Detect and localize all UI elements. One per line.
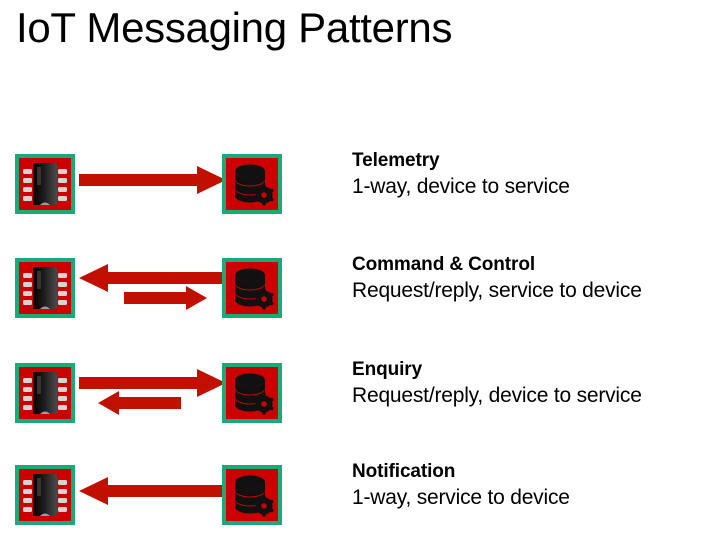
database-gear-icon	[235, 268, 274, 310]
pattern-description: 1-way, device to service	[352, 175, 570, 198]
microchip-icon	[23, 474, 67, 516]
service-icon-tile	[222, 363, 282, 423]
page-title: IoT Messaging Patterns	[16, 4, 453, 51]
service-icon-tile	[222, 154, 282, 214]
pattern-heading: Telemetry	[352, 150, 440, 171]
arrow-right-long-icon	[79, 166, 226, 194]
service-icon-tile	[222, 258, 282, 318]
arrow-lane	[79, 465, 226, 517]
pattern-row: Enquiry Request/reply, device to service	[0, 355, 706, 451]
pattern-text: Enquiry Request/reply, device to service	[352, 357, 702, 409]
microchip-icon	[23, 372, 67, 414]
pattern-description: Request/reply, device to service	[352, 384, 642, 407]
arrow-lane	[79, 154, 226, 206]
arrow-pair-left-right-icon	[79, 264, 226, 310]
arrow-left-short-icon	[98, 391, 181, 415]
arrow-lane	[79, 363, 226, 415]
pattern-text: Notification 1-way, service to device	[352, 459, 702, 511]
microchip-icon	[23, 163, 67, 205]
pattern-row: Command & Control Request/reply, service…	[0, 250, 706, 346]
microchip-icon	[23, 267, 67, 309]
device-icon-tile	[15, 258, 75, 318]
database-gear-icon	[235, 373, 274, 415]
service-icon-tile	[222, 465, 282, 525]
pattern-row: Notification 1-way, service to device	[0, 457, 706, 553]
arrow-right-short-icon	[124, 286, 207, 310]
database-gear-icon	[235, 475, 274, 517]
pattern-description: 1-way, service to device	[352, 486, 570, 509]
pattern-text: Telemetry 1-way, device to service	[352, 148, 702, 200]
pattern-description: Request/reply, service to device	[352, 279, 642, 302]
device-icon-tile	[15, 154, 75, 214]
device-icon-tile	[15, 465, 75, 525]
arrow-left-long-icon	[79, 264, 226, 292]
arrow-left-long-icon	[79, 477, 226, 505]
pattern-heading: Notification	[352, 461, 456, 482]
database-gear-icon	[235, 164, 274, 206]
arrow-pair-right-left-icon	[79, 369, 226, 415]
pattern-row: Telemetry 1-way, device to service	[0, 146, 706, 242]
pattern-text: Command & Control Request/reply, service…	[352, 252, 702, 304]
arrow-lane	[79, 258, 226, 310]
pattern-heading: Command & Control	[352, 254, 536, 275]
arrow-right-long-icon	[79, 369, 226, 397]
device-icon-tile	[15, 363, 75, 423]
pattern-heading: Enquiry	[352, 359, 423, 380]
